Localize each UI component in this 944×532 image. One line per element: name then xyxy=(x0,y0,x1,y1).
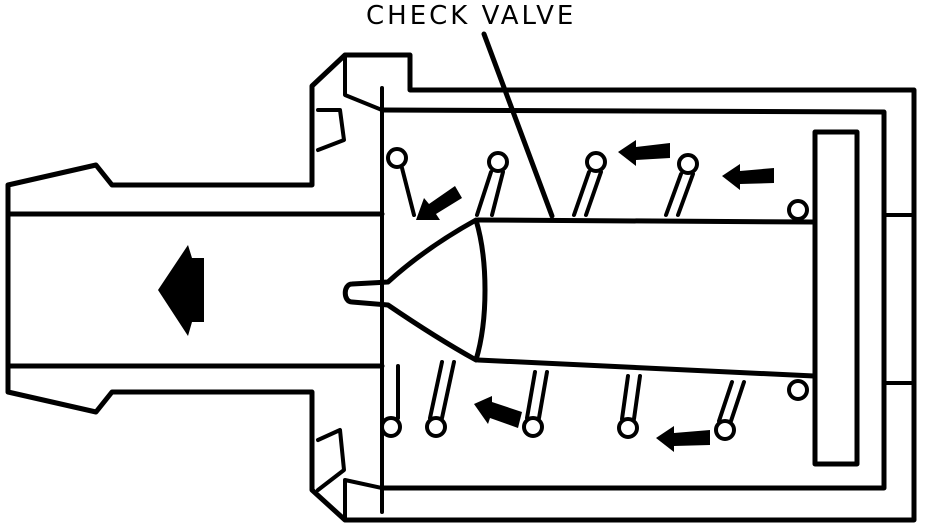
flange-top-detail xyxy=(343,53,384,112)
spring-seat-plate xyxy=(812,129,860,467)
housing-outline xyxy=(5,52,917,523)
arrow-left-icon xyxy=(656,426,710,452)
main-flow-arrow-icon xyxy=(158,245,204,336)
flange-top-chamfer xyxy=(316,108,346,152)
flow-arrows xyxy=(416,140,774,452)
valve-cone xyxy=(342,217,488,363)
housing-inner-wall xyxy=(379,107,887,491)
check-valve-label: CHECK VALVE xyxy=(366,1,576,31)
spring-bottom xyxy=(380,360,809,441)
arrow-left-icon xyxy=(474,396,522,428)
housing-end-edges xyxy=(882,213,916,385)
label-leader-line xyxy=(481,31,555,219)
flange-bottom-chamfer xyxy=(316,428,346,492)
flange-bottom-detail xyxy=(343,478,384,522)
spring-top xyxy=(386,147,809,221)
arrow-left-icon xyxy=(416,186,462,220)
arrow-left-icon xyxy=(618,140,670,166)
valve-stem xyxy=(475,217,817,379)
arrow-left-icon xyxy=(722,164,774,190)
